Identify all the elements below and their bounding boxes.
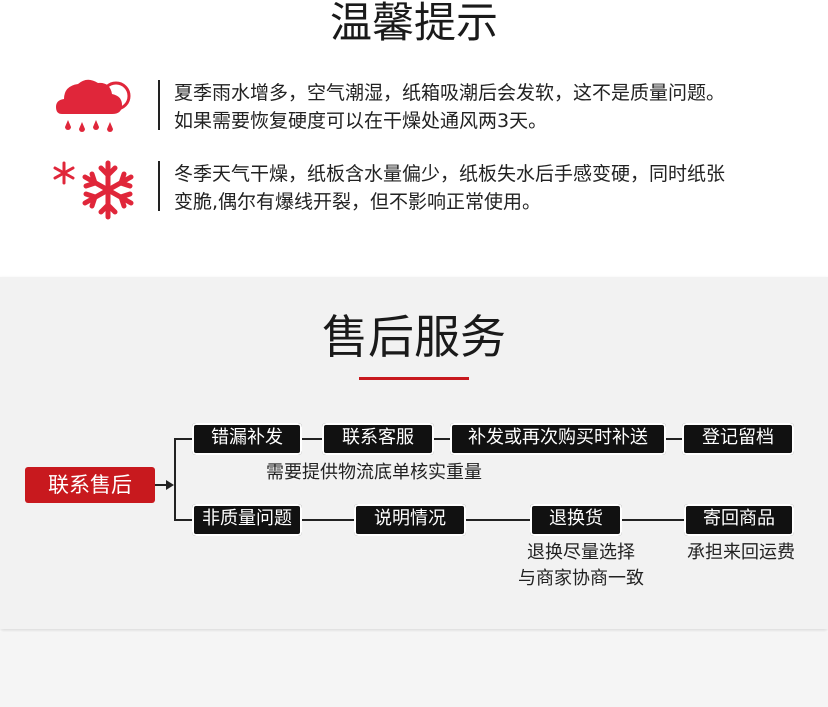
arrow-icon — [166, 480, 174, 490]
tip-winter-line1: 冬季天气干燥，纸板含水量偏少，纸板失水后手感变硬，同时纸张 — [174, 163, 726, 185]
connector — [434, 438, 450, 440]
connector — [302, 438, 322, 440]
contact-customer-service-node: 联系客服 — [322, 423, 434, 455]
exchange-note-line2: 与商家协商一致 — [518, 568, 644, 589]
tip-summer-line1: 夏季雨水增多，空气潮湿，纸箱吸潮后会发软，这不是质量问题。 — [174, 82, 726, 104]
exchange-note-line1: 退换尽量选择 — [527, 542, 635, 563]
missing-item-reissue-node: 错漏补发 — [192, 423, 302, 455]
connector — [666, 438, 682, 440]
connector — [302, 519, 354, 521]
tip-winter-line2: 变脆,偶尔有爆线开裂，但不影响正常使用。 — [174, 191, 542, 213]
logistics-note: 需要提供物流底单核实重量 — [266, 462, 482, 483]
rain-cloud-icon — [56, 79, 131, 132]
connector — [174, 438, 192, 440]
reissue-or-next-order-node: 补发或再次购买时补送 — [450, 423, 666, 455]
tip-divider — [158, 80, 160, 130]
contact-after-sales-node: 联系售后 — [25, 467, 155, 503]
after-sales-section: 售后服务 联系售后 错漏补发 联系客服 补发或再次购买时补送 登记留档 需要提供… — [0, 277, 828, 629]
non-quality-issue-node: 非质量问题 — [192, 504, 302, 536]
snowflake-icon — [53, 160, 134, 220]
tip-summer-line2: 如果需要恢复硬度可以在干燥处通风两3天。 — [174, 110, 548, 132]
connector — [174, 519, 192, 521]
shipping-cost-note: 承担来回运费 — [687, 542, 795, 563]
tips-title: 温馨提示 — [329, 0, 498, 47]
register-record-node: 登记留档 — [682, 423, 794, 455]
title-underline — [359, 377, 469, 380]
tips-section: 温馨提示 夏季雨水增多，空气潮湿，纸箱吸潮后会发软，这不是质量问题。 如果需要恢… — [0, 0, 828, 277]
connector — [466, 519, 530, 521]
bottom-blank-area — [0, 632, 828, 707]
service-title: 售后服务 — [322, 310, 506, 364]
tip-divider — [158, 161, 160, 211]
send-back-goods-node: 寄回商品 — [684, 504, 794, 536]
branch-line — [174, 438, 176, 521]
return-exchange-node: 退换货 — [530, 504, 622, 536]
connector — [622, 519, 684, 521]
explain-situation-node: 说明情况 — [354, 504, 466, 536]
connector — [155, 484, 171, 486]
